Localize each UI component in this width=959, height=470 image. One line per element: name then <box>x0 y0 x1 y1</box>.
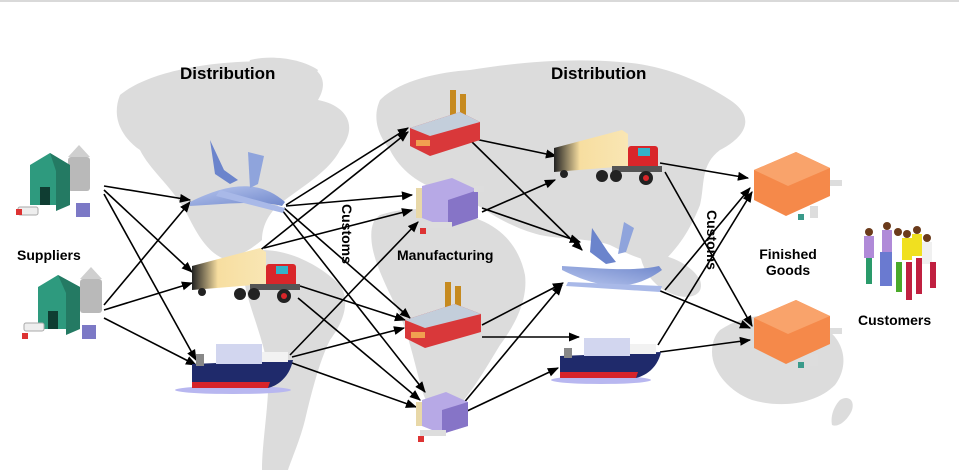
arrow-plane2-warehouse2 <box>657 289 752 329</box>
arrow-supplier1-ship1 <box>103 193 197 361</box>
southeast-asia <box>640 253 701 297</box>
arrow-plant2-ship2 <box>464 367 560 413</box>
arrow-truck1-plant2 <box>297 297 421 401</box>
truck-icon <box>554 130 662 185</box>
customers-group-icon <box>864 222 936 300</box>
suppliers-label: Suppliers <box>17 247 81 263</box>
distribution-left-title: Distribution <box>180 64 276 83</box>
arrow-truck2-warehouse2 <box>664 171 753 327</box>
customs-right-label: Customs <box>704 210 720 270</box>
cargo-ship-icon <box>175 344 293 394</box>
airplane-icon <box>190 140 285 213</box>
arrow-supplier2-plane1 <box>103 201 191 306</box>
arrow-ship2-warehouse2 <box>659 336 752 353</box>
arrow-plane1-factory2 <box>283 207 411 319</box>
arrow-factory1-truck2 <box>469 137 558 159</box>
arrow-plane1-plant1 <box>285 191 414 207</box>
top-border <box>0 0 959 2</box>
manufacturing-label: Manufacturing <box>397 247 494 263</box>
arrow-truck1-factory1 <box>257 131 409 253</box>
supplier-warehouse-icon <box>16 145 90 217</box>
arrow-factory1-plane2 <box>469 139 583 251</box>
airplane-icon <box>562 222 662 292</box>
arrow-truck1-factory2 <box>299 285 407 322</box>
arrow-ship1-plant2 <box>291 362 418 408</box>
factory-icon <box>405 282 481 348</box>
greenland <box>248 57 318 92</box>
arrow-ship1-factory2 <box>291 326 406 358</box>
factory-icon <box>410 90 480 156</box>
truck-icon <box>192 248 300 303</box>
cargo-ship-icon <box>551 338 661 384</box>
finished-goods-warehouse-icon <box>754 152 842 220</box>
new-zealand <box>831 398 853 426</box>
arrow-ship2-warehouse1 <box>657 191 753 346</box>
flow-arrows <box>103 127 753 413</box>
arrow-supplier2-ship1 <box>103 317 197 366</box>
arrow-supplier2-truck1 <box>103 281 194 311</box>
arrow-plane2-warehouse1 <box>664 187 751 291</box>
finished-goods-label: Finished Goods <box>756 246 820 278</box>
arrow-factory2-plane2 <box>481 282 564 326</box>
arrow-plane1-factory1 <box>285 127 409 206</box>
arrow-truck2-warehouse1 <box>659 162 750 181</box>
arrow-truck1-plant1 <box>263 208 414 249</box>
customers-label: Customers <box>858 312 932 328</box>
distribution-right-title: Distribution <box>551 64 647 83</box>
finished-goods-warehouse-icon <box>754 300 842 368</box>
finished-goods-label-line1: Finished <box>759 246 817 262</box>
south-america <box>244 250 346 470</box>
arrow-ship1-plant1 <box>289 221 419 356</box>
arrow-plant1-plane2 <box>481 207 582 243</box>
arrow-plane1-plant2 <box>281 209 426 393</box>
manufacturing-plant-icon <box>416 178 484 234</box>
manufacturing-plant-icon <box>416 392 468 442</box>
finished-goods-label-line2: Goods <box>765 262 811 278</box>
north-america <box>116 61 350 259</box>
customs-left-label: Customs <box>339 204 355 264</box>
arrow-supplier1-plane1 <box>103 185 192 203</box>
arrow-supplier1-truck1 <box>103 189 193 273</box>
supplier-warehouse-icon <box>22 267 102 339</box>
arrow-plant2-plane2 <box>461 284 563 406</box>
arrow-plant1-truck2 <box>481 179 557 213</box>
